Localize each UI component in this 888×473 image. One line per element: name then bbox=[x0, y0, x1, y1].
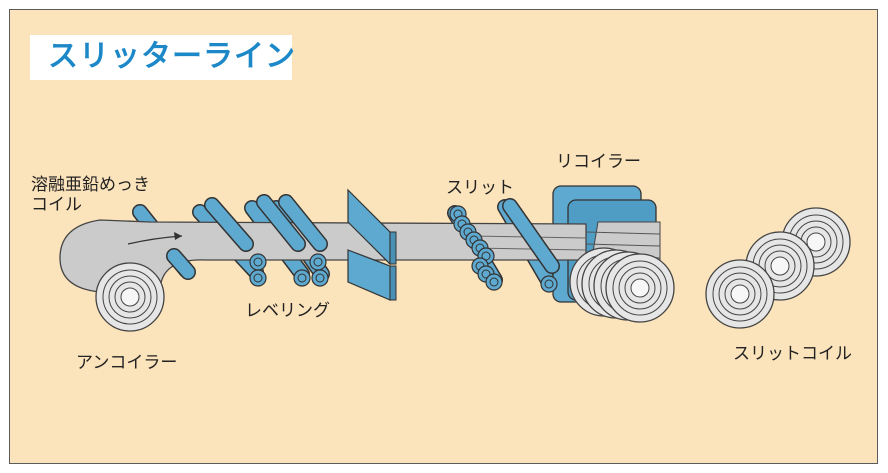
label-leveling: レベリング bbox=[245, 301, 330, 321]
label-uncoiler: アンコイラー bbox=[76, 353, 178, 373]
entry-front-roller bbox=[166, 248, 196, 280]
shear-lower-blade bbox=[347, 249, 397, 301]
leveler-upper-rollers bbox=[204, 194, 329, 287]
finished-slit-coils bbox=[705, 207, 851, 329]
label-slit: スリット bbox=[446, 178, 514, 198]
label-source-coil-line2: コイル bbox=[31, 195, 82, 215]
title-banner bbox=[30, 35, 292, 80]
shear-upper-blade bbox=[347, 188, 397, 266]
recoiled-coils bbox=[569, 247, 675, 323]
exit-front-roller bbox=[502, 198, 560, 293]
uncoiler-coil bbox=[95, 262, 165, 332]
strip-direction-arrow bbox=[127, 232, 183, 245]
diagram-title: スリッターライン bbox=[48, 39, 296, 74]
label-slit-coil: スリットコイル bbox=[733, 344, 852, 364]
label-source-coil-line1: 溶融亜鉛めっき bbox=[31, 175, 150, 195]
label-recoiler: リコイラー bbox=[556, 152, 641, 172]
